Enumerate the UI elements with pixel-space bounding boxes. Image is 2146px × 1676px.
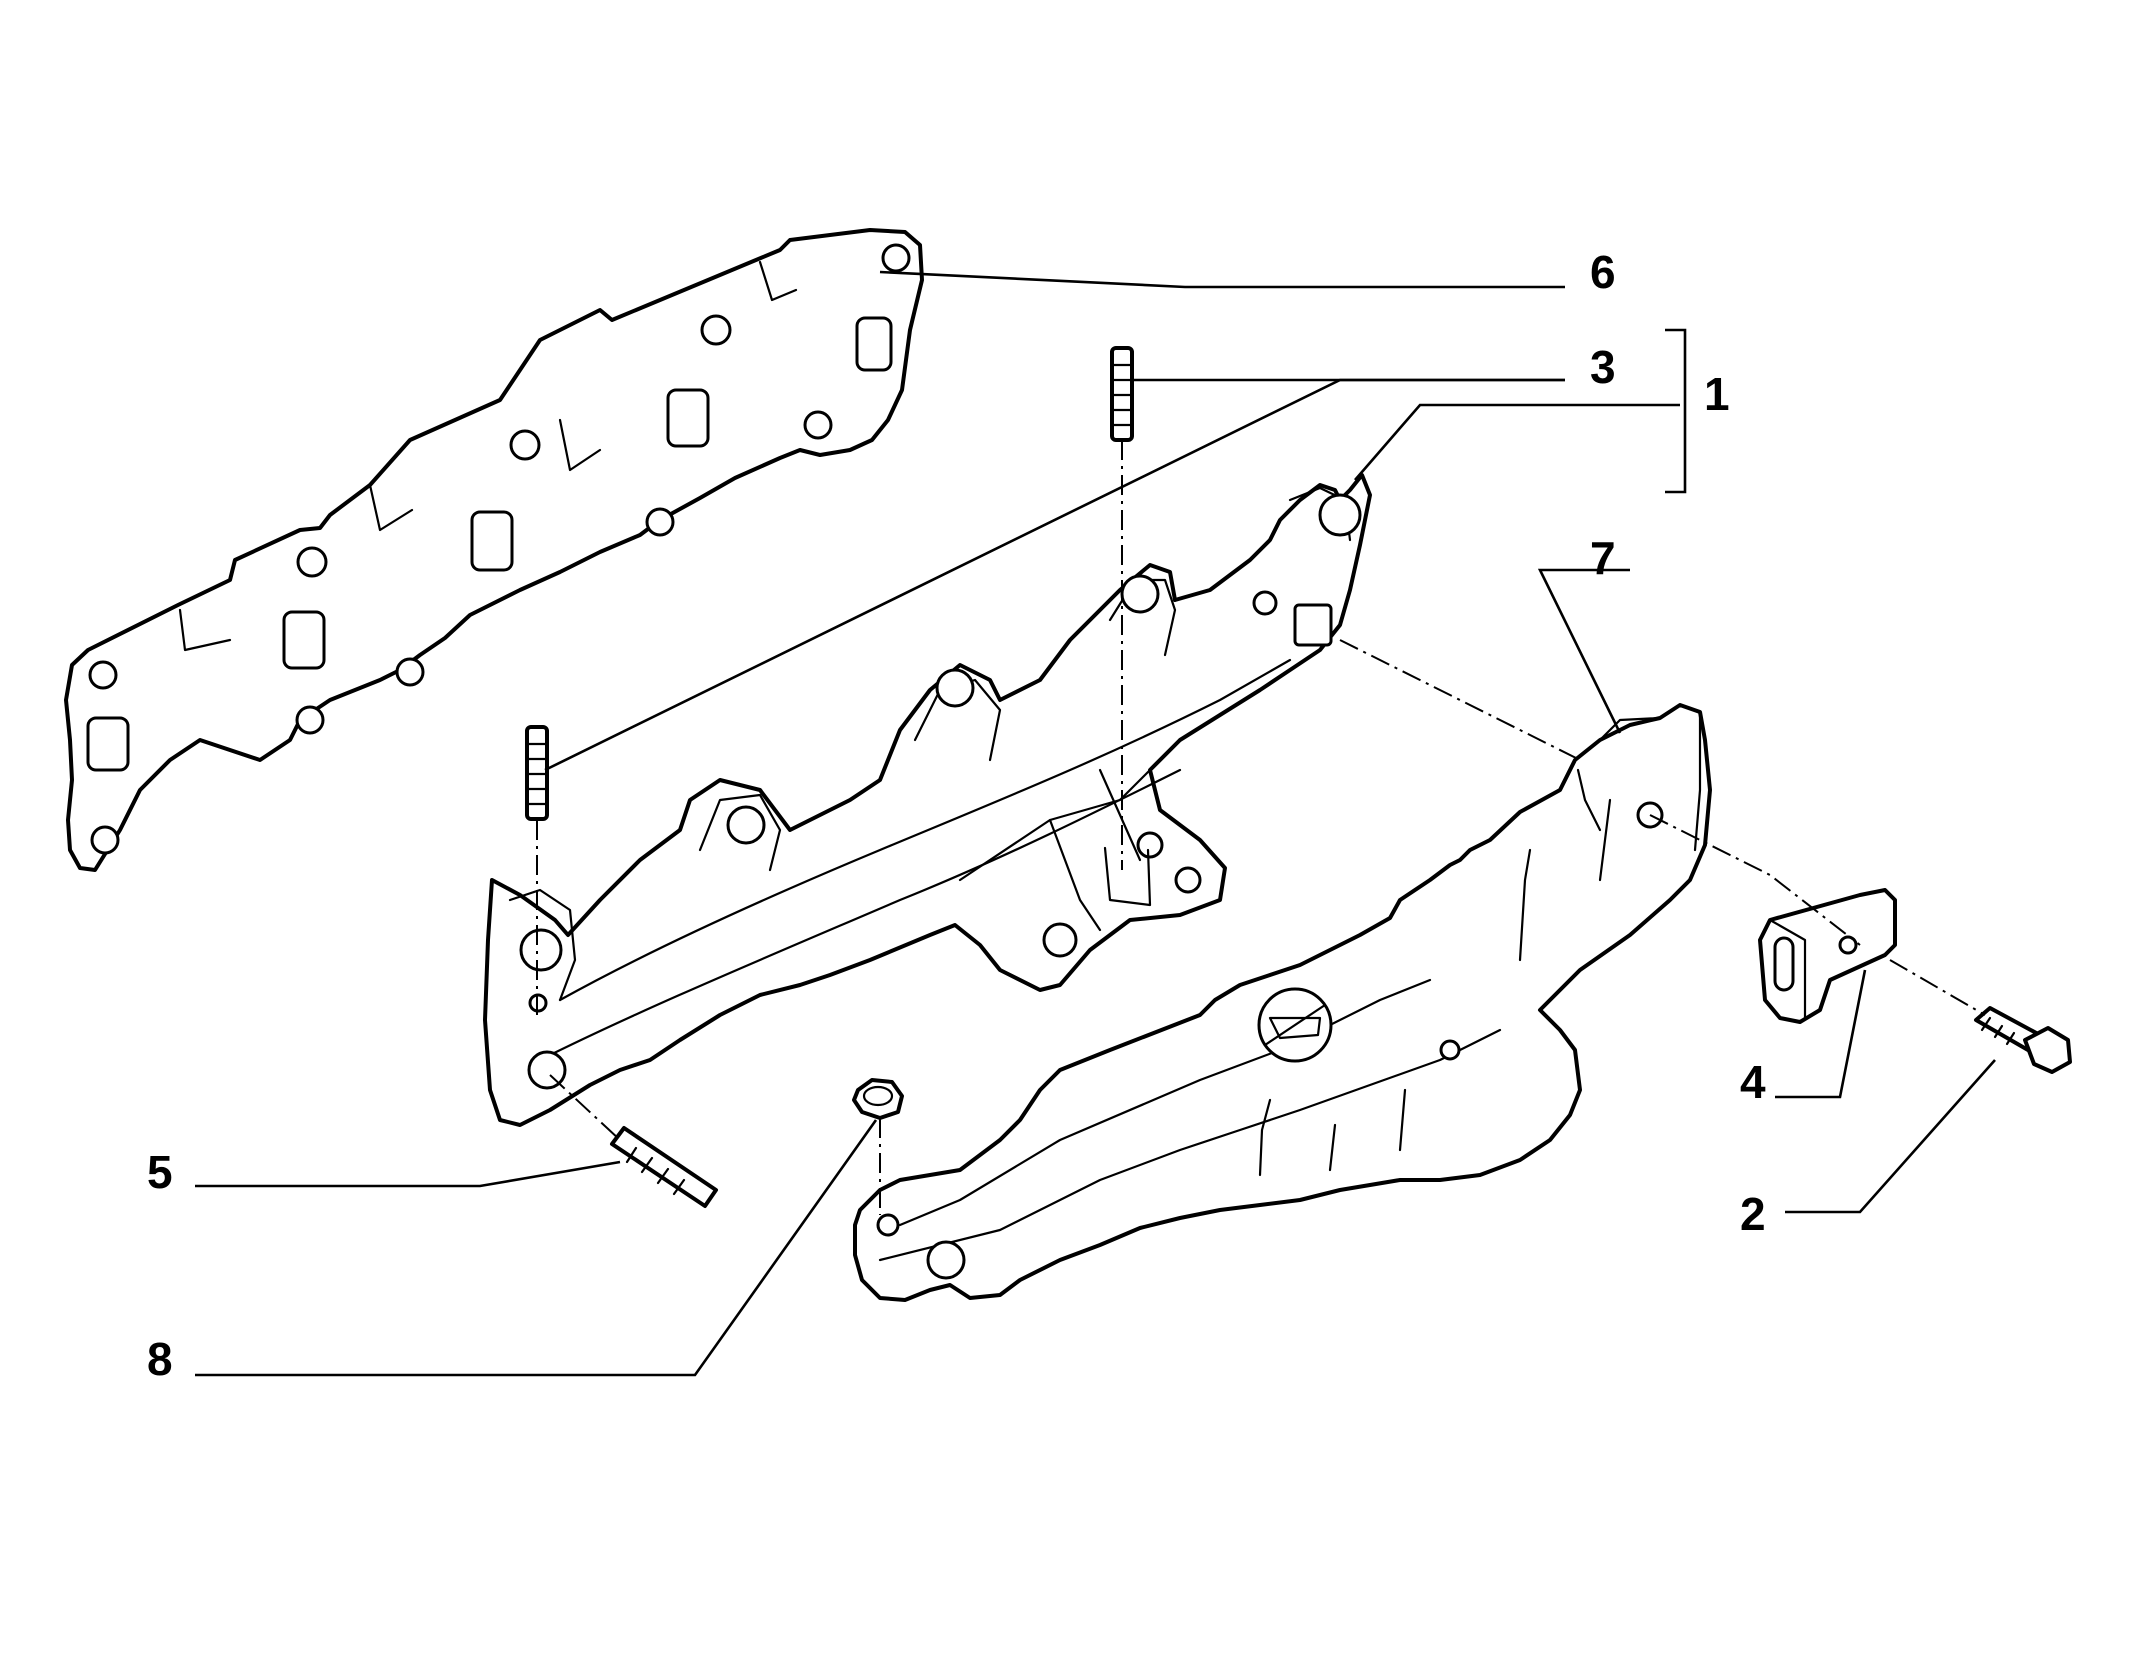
nut-8 [852,1078,904,1120]
callout-4: 4 [1740,1056,1766,1108]
stud-5 [610,1126,718,1208]
callout-6: 6 [1590,246,1616,298]
alignment-lines [536,440,1986,1215]
stud-upper [1110,346,1134,442]
stud-left [525,725,549,821]
callout-1: 1 [1704,368,1730,420]
callout-3: 3 [1590,341,1616,393]
callout-7: 7 [1590,532,1616,584]
heat-shield [853,703,1712,1302]
bracket-4 [1758,888,1897,1024]
callout-8: 8 [147,1333,173,1385]
callout-2: 2 [1740,1188,1766,1240]
bolt-2 [1974,1006,2072,1074]
manifold-gasket [64,228,924,872]
leader-lines [195,270,1996,1377]
callout-labels: 1 2 3 4 5 6 7 8 [147,246,1766,1385]
callout-5: 5 [147,1146,173,1198]
exhaust-manifold [483,473,1372,1127]
